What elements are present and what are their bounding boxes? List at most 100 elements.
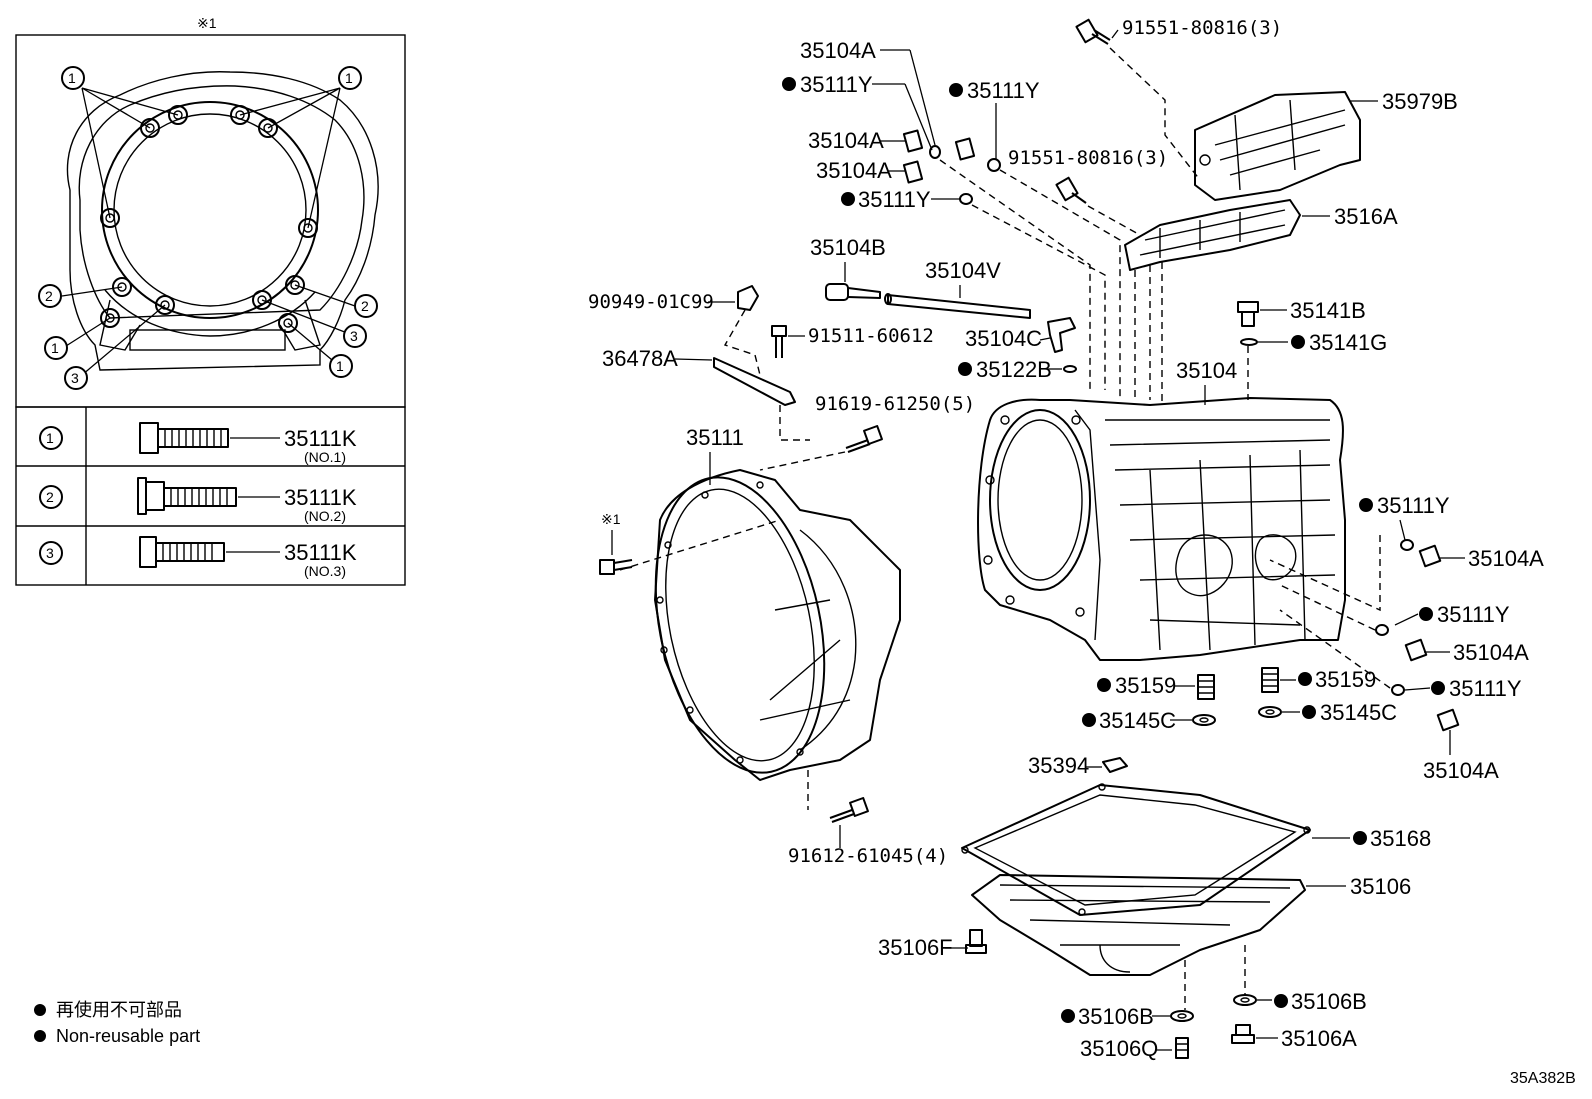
plug-35141B: 35141B 35141G (1237, 298, 1387, 400)
label-35111: 35111 (686, 425, 744, 450)
label-35104A-2: 35104A (808, 128, 884, 153)
bolt-35106F: 35106F (878, 929, 987, 960)
bolt-91612: 91612-61045(4) (788, 770, 948, 867)
row-1-sub: (NO.1) (304, 449, 346, 465)
label-91551-80816-mid: 91551-80816(3) (1008, 147, 1168, 169)
callout-1-bottom-right: 1 (336, 358, 344, 374)
bolt-inset-panel: ※1 (15, 15, 406, 408)
bracket-36478A: 36478A (602, 346, 810, 441)
bolt-table: 1 35111K (NO.1) 2 35111K (NO.2) 3 (15, 406, 406, 586)
row-2-part: 35111K (284, 485, 357, 510)
callout-1-top-left: 1 (68, 70, 76, 86)
callout-1-bottom-left: 1 (51, 340, 59, 356)
label-35111Y-3: 35111Y (858, 187, 931, 212)
label-35159-1: 35159 (1115, 673, 1176, 698)
label-35979B: 35979B (1382, 89, 1458, 114)
bolt-note-1: ※1 (599, 511, 633, 575)
label-35106B-1: 35106B (1078, 1004, 1154, 1029)
row-2-num: 2 (46, 489, 54, 505)
row-1-num: 1 (46, 430, 54, 446)
label-35141G: 35141G (1309, 330, 1387, 355)
converter-housing-35111: 35111 (619, 425, 901, 781)
pipe-group: 35104B 35104V 35104C (810, 235, 1076, 353)
row-2-sub: (NO.2) (304, 508, 346, 524)
inset-bolts (100, 105, 318, 333)
legend-en: Non-reusable part (56, 1026, 200, 1046)
row-3-sub: (NO.3) (304, 563, 346, 579)
label-35104A-5: 35104A (1453, 640, 1529, 665)
bolt-91551-top: 91551-80816(3) (1075, 17, 1282, 181)
callout-3-right: 3 (350, 328, 358, 344)
label-35106: 35106 (1350, 874, 1411, 899)
label-91511-60612: 91511-60612 (808, 325, 934, 347)
callout-2-left: 2 (45, 288, 53, 304)
legend-bullet-jp (34, 1004, 46, 1016)
label-note-mark: ※1 (601, 511, 621, 527)
inset-bore-circle (101, 101, 319, 319)
gasket-35168: 35168 (961, 783, 1431, 916)
legend-bullet-en (34, 1030, 46, 1042)
label-35111Y-1: 35111Y (800, 72, 873, 97)
row-1-part: 35111K (284, 426, 357, 451)
bolt-table-row-1: 1 35111K (NO.1) (39, 422, 357, 465)
label-35104A-3: 35104A (816, 158, 892, 183)
label-35104A-1: 35104A (800, 38, 876, 63)
label-3516A: 3516A (1334, 204, 1398, 229)
diagram-code: 35A382B (1510, 1070, 1576, 1087)
row-3-num: 3 (46, 545, 54, 561)
legend: 再使用不可部品 Non-reusable part (34, 1000, 200, 1046)
label-35111Y-5: 35111Y (1437, 602, 1510, 627)
label-35104A-4: 35104A (1468, 546, 1544, 571)
magnet-35394: 35394 (1028, 753, 1128, 778)
label-35106A: 35106A (1281, 1026, 1357, 1051)
cover-3516A: 3516A (1124, 199, 1398, 405)
accumulator-parts: 35159 35159 35145C 35145C (1082, 667, 1397, 733)
label-90949-01C99: 90949-01C99 (588, 291, 714, 313)
clip-90949: 90949-01C99 (588, 285, 761, 376)
inset-housing-outline (66, 71, 379, 371)
label-35159-2: 35159 (1315, 667, 1376, 692)
inset-note-mark: ※1 (197, 15, 217, 31)
oil-pan-35106: 35106 (971, 874, 1411, 1010)
callout-3-left: 3 (71, 370, 79, 386)
right-side-plugs: 35111Y 35104A 35111Y 35104A 35111Y 35104… (1269, 493, 1544, 783)
bolt-91619: 91619-61250(5) (759, 393, 975, 471)
label-35104C: 35104C (965, 326, 1042, 351)
label-91619-61250: 91619-61250(5) (815, 393, 975, 415)
label-35104: 35104 (1176, 358, 1237, 383)
label-35106Q: 35106Q (1080, 1036, 1158, 1061)
label-35122B: 35122B (976, 357, 1052, 382)
label-35145C-1: 35145C (1099, 708, 1176, 733)
label-36478A: 36478A (602, 346, 678, 371)
label-35111Y-6: 35111Y (1449, 676, 1522, 701)
callout-1-top-right: 1 (345, 70, 353, 86)
oring-35122B: 35122B (958, 357, 1077, 382)
label-35168: 35168 (1370, 826, 1431, 851)
label-35104B: 35104B (810, 235, 886, 260)
label-35394: 35394 (1028, 753, 1089, 778)
bolt-91551-mid: 91551-80816(3) (1008, 147, 1168, 236)
label-91551-80816-top: 91551-80816(3) (1122, 17, 1282, 39)
label-35106B-2: 35106B (1291, 989, 1367, 1014)
legend-jp: 再使用不可部品 (56, 1000, 182, 1020)
inset-callouts: 1 1 2 2 1 3 3 1 (38, 66, 378, 390)
label-91612-61045: 91612-61045(4) (788, 845, 948, 867)
callout-2-right: 2 (361, 298, 369, 314)
bolt-table-row-3: 3 35111K (NO.3) (39, 536, 357, 579)
bolt-91511: 91511-60612 (771, 325, 934, 358)
inset-frame (15, 34, 406, 408)
bracket-35979B: 35979B (1194, 89, 1458, 201)
label-35104A-6: 35104A (1423, 758, 1499, 783)
label-35111Y-4: 35111Y (1377, 493, 1450, 518)
top-plugs-group: 35104A 35111Y 35111Y 35104A 35104A 35111… (782, 38, 1121, 400)
label-35111Y-2: 35111Y (967, 78, 1040, 103)
label-35106F: 35106F (878, 935, 953, 960)
bolt-table-row-2: 2 35111K (NO.2) (39, 477, 357, 524)
label-35145C-2: 35145C (1320, 700, 1397, 725)
transmission-case-35104: 35104 (977, 358, 1346, 661)
label-35141B: 35141B (1290, 298, 1366, 323)
row-3-part: 35111K (284, 540, 357, 565)
label-35104V: 35104V (925, 258, 1001, 283)
drain-parts: 35106B 35106B 35106Q 35106A (1061, 989, 1367, 1061)
